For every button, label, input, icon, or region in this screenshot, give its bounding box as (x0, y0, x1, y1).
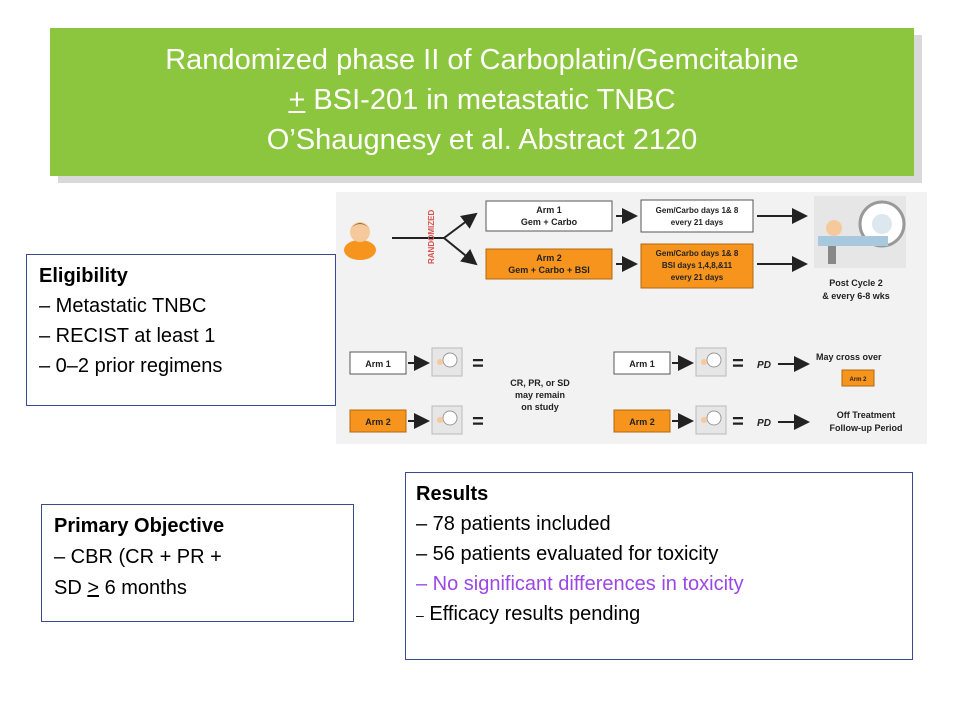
arm2-schedule-line1: Gem/Carbo days 1& 8 (656, 249, 739, 258)
arm2-title: Arm 2 (536, 253, 562, 263)
lower-arm1-equals: = (472, 353, 484, 375)
lower-arm1-label: Arm 1 (365, 359, 391, 369)
randomization-arrows (392, 212, 478, 266)
primary-objective-line2-pre: SD (54, 577, 88, 599)
primary-objective-line2-post: 6 months (99, 577, 187, 599)
off-treatment-line1: Off Treatment (837, 410, 896, 420)
slide-title: Randomized phase II of Carboplatin/Gemci… (50, 28, 914, 176)
arm1-schedule-box (640, 199, 754, 233)
arm2-schedule-line2: BSI days 1,4,8,&11 (662, 261, 733, 270)
results-item: – 78 patients included (416, 513, 611, 535)
study-schema-diagram: RANDOMIZED Arm 1 Gem + Carbo Arm 2 Gem +… (336, 192, 927, 444)
lower-arm1-box (349, 351, 407, 375)
plus-minus-symbol: + (288, 84, 306, 116)
results-heading: Results (416, 483, 489, 505)
arm1-box (485, 200, 613, 232)
right-arm1-label: Arm 1 (629, 359, 655, 369)
scan-thumbnail-icon (431, 405, 463, 435)
lower-arm2-box (349, 409, 407, 433)
greater-equal-symbol: > (87, 577, 100, 599)
arm1-schedule-line2: every 21 days (671, 218, 724, 227)
right-arm1-pd: PD (757, 360, 771, 371)
results-box: Results – 78 patients included – 56 pati… (405, 472, 913, 660)
title-line-3: O’Shaugnesy et al. Abstract 2120 (266, 124, 698, 156)
outcome-line1: CR, PR, or SD (510, 378, 570, 388)
arm2-schedule-line3: every 21 days (671, 273, 724, 282)
arm2-schedule-box (640, 243, 754, 289)
results-item-highlight: – No significant differences in toxicity (416, 573, 744, 595)
cross-over-arm2-box (841, 369, 875, 387)
results-item-dash: – (416, 607, 424, 623)
arm1-subtitle: Gem + Carbo (521, 217, 578, 227)
title-line-1: Randomized phase II of Carboplatin/Gemci… (165, 44, 799, 76)
right-arm2-label: Arm 2 (629, 417, 655, 427)
title-line-2-text: BSI-201 in metastatic TNBC (305, 84, 676, 116)
primary-objective-line1: – CBR (CR + PR + (54, 546, 222, 568)
right-arm2-pd: PD (757, 418, 771, 429)
arm1-schedule-line1: Gem/Carbo days 1& 8 (656, 206, 739, 215)
primary-objective-line2: SD > 6 months (54, 573, 341, 604)
lower-arm2-label: Arm 2 (365, 417, 391, 427)
right-arm1-box (613, 351, 671, 375)
lower-arm2-equals: = (472, 411, 484, 433)
right-arm2-equals: = (732, 411, 744, 433)
primary-objective-heading: Primary Objective (54, 515, 225, 537)
results-item: – 56 patients evaluated for toxicity (416, 543, 719, 565)
eligibility-box: Eligibility – Metastatic TNBC – RECIST a… (26, 254, 336, 406)
results-item: – Efficacy results pending (416, 599, 900, 630)
post-cycle-line2: & every 6-8 wks (822, 291, 890, 301)
primary-objective-box: Primary Objective – CBR (CR + PR + SD > … (41, 504, 354, 622)
randomized-label: RANDOMIZED (427, 210, 436, 264)
results-item-text: Efficacy results pending (423, 603, 641, 625)
patient-icon (344, 222, 376, 260)
eligibility-item: – 0–2 prior regimens (39, 355, 223, 377)
eligibility-item: – RECIST at least 1 (39, 325, 216, 347)
scan-thumbnail-icon (431, 347, 463, 377)
scan-thumbnail-icon (695, 347, 727, 377)
right-arm2-box (613, 409, 671, 433)
arm2-subtitle: Gem + Carbo + BSI (508, 265, 590, 275)
eligibility-heading: Eligibility (39, 265, 128, 287)
arm1-title: Arm 1 (536, 205, 562, 215)
arm2-box (485, 248, 613, 280)
ct-scanner-illustration (814, 196, 906, 268)
outcome-line2: may remain (515, 390, 565, 400)
eligibility-item: – Metastatic TNBC (39, 295, 207, 317)
scan-thumbnail-icon (695, 405, 727, 435)
post-cycle-line1: Post Cycle 2 (829, 278, 883, 288)
title-line-2: + BSI-201 in metastatic TNBC (50, 80, 914, 120)
off-treatment-line2: Follow-up Period (830, 423, 903, 433)
right-arm1-equals: = (732, 353, 744, 375)
cross-over-label: May cross over (816, 352, 882, 362)
outcome-line3: on study (521, 402, 559, 412)
cross-over-arm2-label: Arm 2 (849, 377, 867, 383)
